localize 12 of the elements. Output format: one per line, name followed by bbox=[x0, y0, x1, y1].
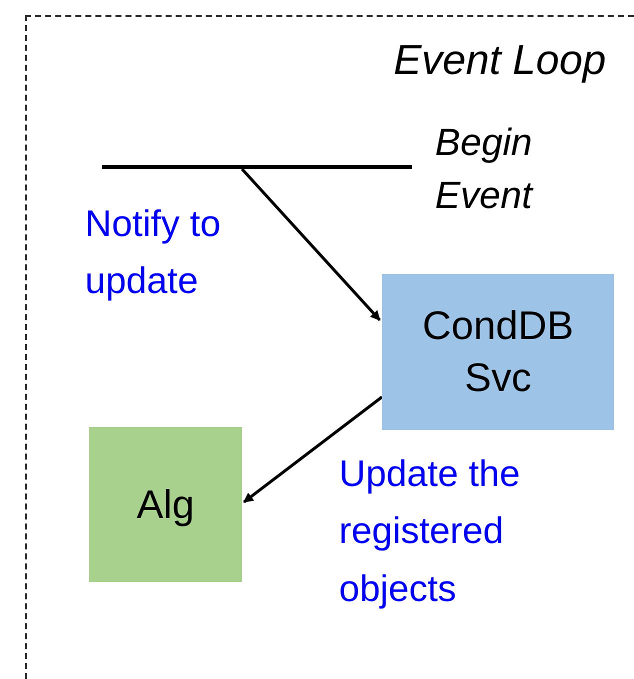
event-loop-frame bbox=[25, 15, 634, 679]
edge-label: Notify to update bbox=[85, 202, 222, 304]
event-bar bbox=[102, 165, 412, 169]
node-label: Alg bbox=[136, 482, 196, 528]
node-label: CondDB Svc bbox=[421, 303, 575, 402]
arrow bbox=[243, 396, 383, 504]
frame-title: Event Loop bbox=[393, 39, 606, 81]
algorithm-box bbox=[89, 427, 242, 582]
event-label: Begin Event bbox=[435, 121, 534, 220]
service-box bbox=[382, 274, 614, 430]
edge-label: Update the registered objects bbox=[339, 452, 522, 611]
arrow bbox=[240, 168, 381, 322]
